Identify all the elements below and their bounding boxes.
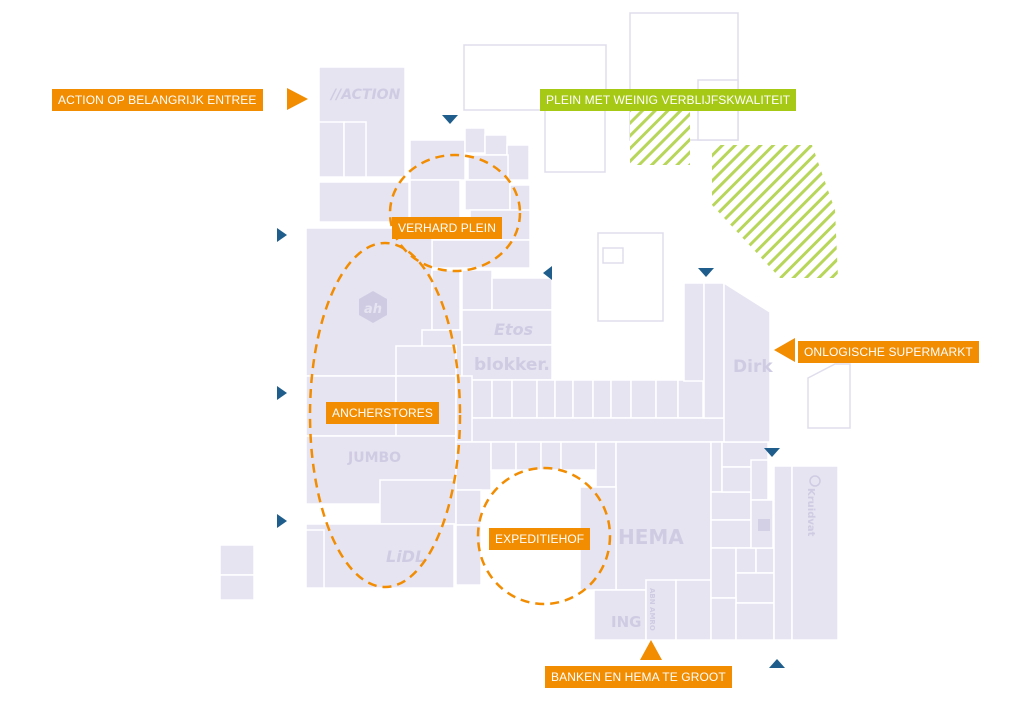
entrance-triangle-icon <box>277 228 287 242</box>
callout-pointers <box>287 88 795 660</box>
entrance-triangle-icon <box>698 268 714 277</box>
entrance-triangle-icon <box>764 448 780 457</box>
arrow-left-icon <box>774 338 795 362</box>
shopping-center-buildings <box>219 66 839 641</box>
plein-hatch <box>630 110 838 278</box>
kruidvat-logo-icon <box>809 475 821 487</box>
store-labels: //ACTION Etos blokker. Dirk JUMBO LiDL H… <box>329 87 821 631</box>
entrance-triangle-icon <box>442 115 458 124</box>
callout-action-entree: ACTION OP BELANGRIJK ENTREE <box>52 89 263 111</box>
store-abn-amro: ABN AMRO <box>648 588 656 631</box>
callout-banken-hema: BANKEN EN HEMA TE GROOT <box>545 666 732 688</box>
callout-verhard-plein: VERHARD PLEIN <box>392 217 502 239</box>
store-blokker: blokker. <box>474 355 550 375</box>
zone-ancherstores <box>308 241 462 589</box>
callout-onlogische-supermarkt: ONLOGISCHE SUPERMARKT <box>798 341 979 363</box>
store-ing: ING <box>611 613 641 631</box>
entrance-markers <box>277 115 785 668</box>
store-hema: HEMA <box>618 525 684 549</box>
store-action: //ACTION <box>329 87 401 103</box>
store-etos: Etos <box>494 320 533 339</box>
callout-ancherstores: ANCHERSTORES <box>326 402 439 424</box>
callout-expeditiehof: EXPEDITIEHOF <box>489 528 591 550</box>
callout-plein: PLEIN MET WEINIG VERBLIJFSKWALITEIT <box>540 89 797 111</box>
zone-verhard-plein <box>388 153 522 273</box>
entrance-triangle-icon <box>277 386 287 400</box>
store-jumbo: JUMBO <box>347 450 401 466</box>
small-square <box>758 519 770 531</box>
albert-heijn-icon: ah <box>359 291 387 323</box>
zone-expeditiehof <box>476 466 612 606</box>
store-dirk: Dirk <box>733 357 773 377</box>
arrow-up-icon <box>640 640 662 660</box>
store-kruidvat: Kruidvat <box>805 488 816 537</box>
entrance-triangle-icon <box>769 659 785 668</box>
arrow-right-icon <box>287 88 308 110</box>
zone-outlines <box>308 153 612 606</box>
svg-text:ah: ah <box>364 302 382 317</box>
store-lidl: LiDL <box>386 547 425 566</box>
entrance-triangle-icon <box>543 266 552 280</box>
entrance-triangle-icon <box>277 514 287 528</box>
